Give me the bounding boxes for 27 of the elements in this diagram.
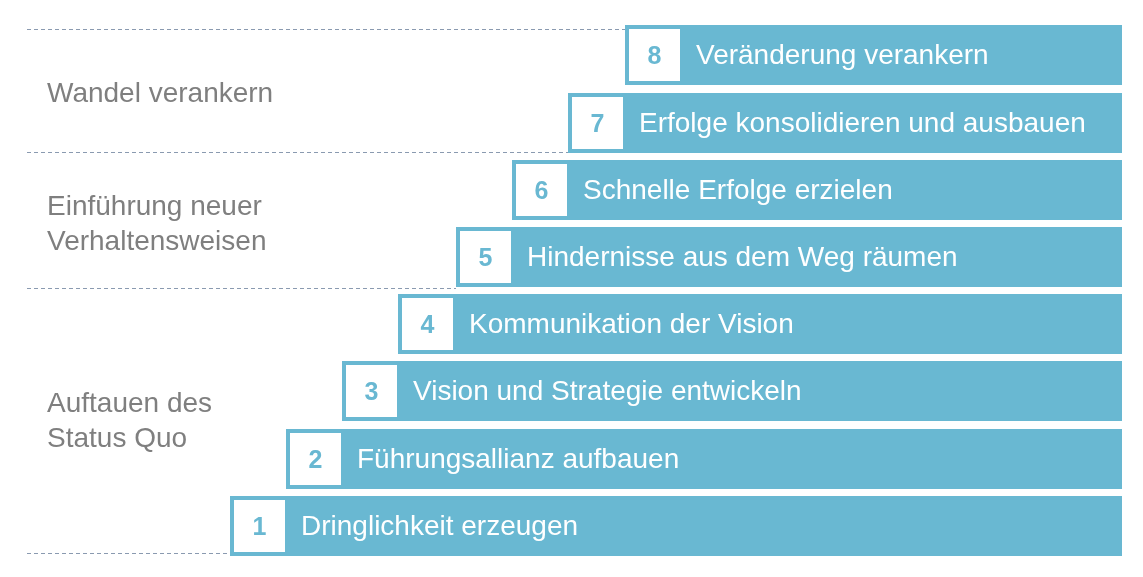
step-number: 1 (234, 500, 285, 552)
step-bar (625, 25, 1122, 85)
step-bar (456, 227, 1122, 287)
step-number: 3 (346, 365, 397, 417)
step-number: 2 (290, 433, 341, 485)
step-label: Erfolge konsolidieren und ausbauen (639, 107, 1086, 139)
phase-label: Einführung neuer Verhaltensweisen (47, 189, 268, 258)
step-label: Veränderung verankern (696, 39, 989, 71)
step-label: Hindernisse aus dem Weg räumen (527, 241, 958, 273)
step-bar (230, 496, 1122, 556)
phase-label: Auftauen des Status Quo (47, 386, 214, 455)
step-bar (286, 429, 1122, 489)
step-label: Schnelle Erfolge erzielen (583, 174, 893, 206)
step-bar (398, 294, 1122, 354)
step-label: Dringlichkeit erzeugen (301, 510, 579, 542)
step-bar (568, 93, 1122, 153)
phase-label: Wandel verankern (47, 76, 275, 110)
step-number: 6 (516, 164, 567, 216)
step-number: 4 (402, 298, 453, 350)
step-number: 7 (572, 97, 623, 149)
step-bar (512, 160, 1122, 220)
step-number: 8 (629, 29, 680, 81)
step-label: Kommunikation der Vision (469, 308, 794, 340)
step-number: 5 (460, 231, 511, 283)
step-bar (342, 361, 1122, 421)
step-label: Vision und Strategie entwickeln (413, 375, 802, 407)
step-label: Führungsallianz aufbauen (357, 443, 680, 475)
